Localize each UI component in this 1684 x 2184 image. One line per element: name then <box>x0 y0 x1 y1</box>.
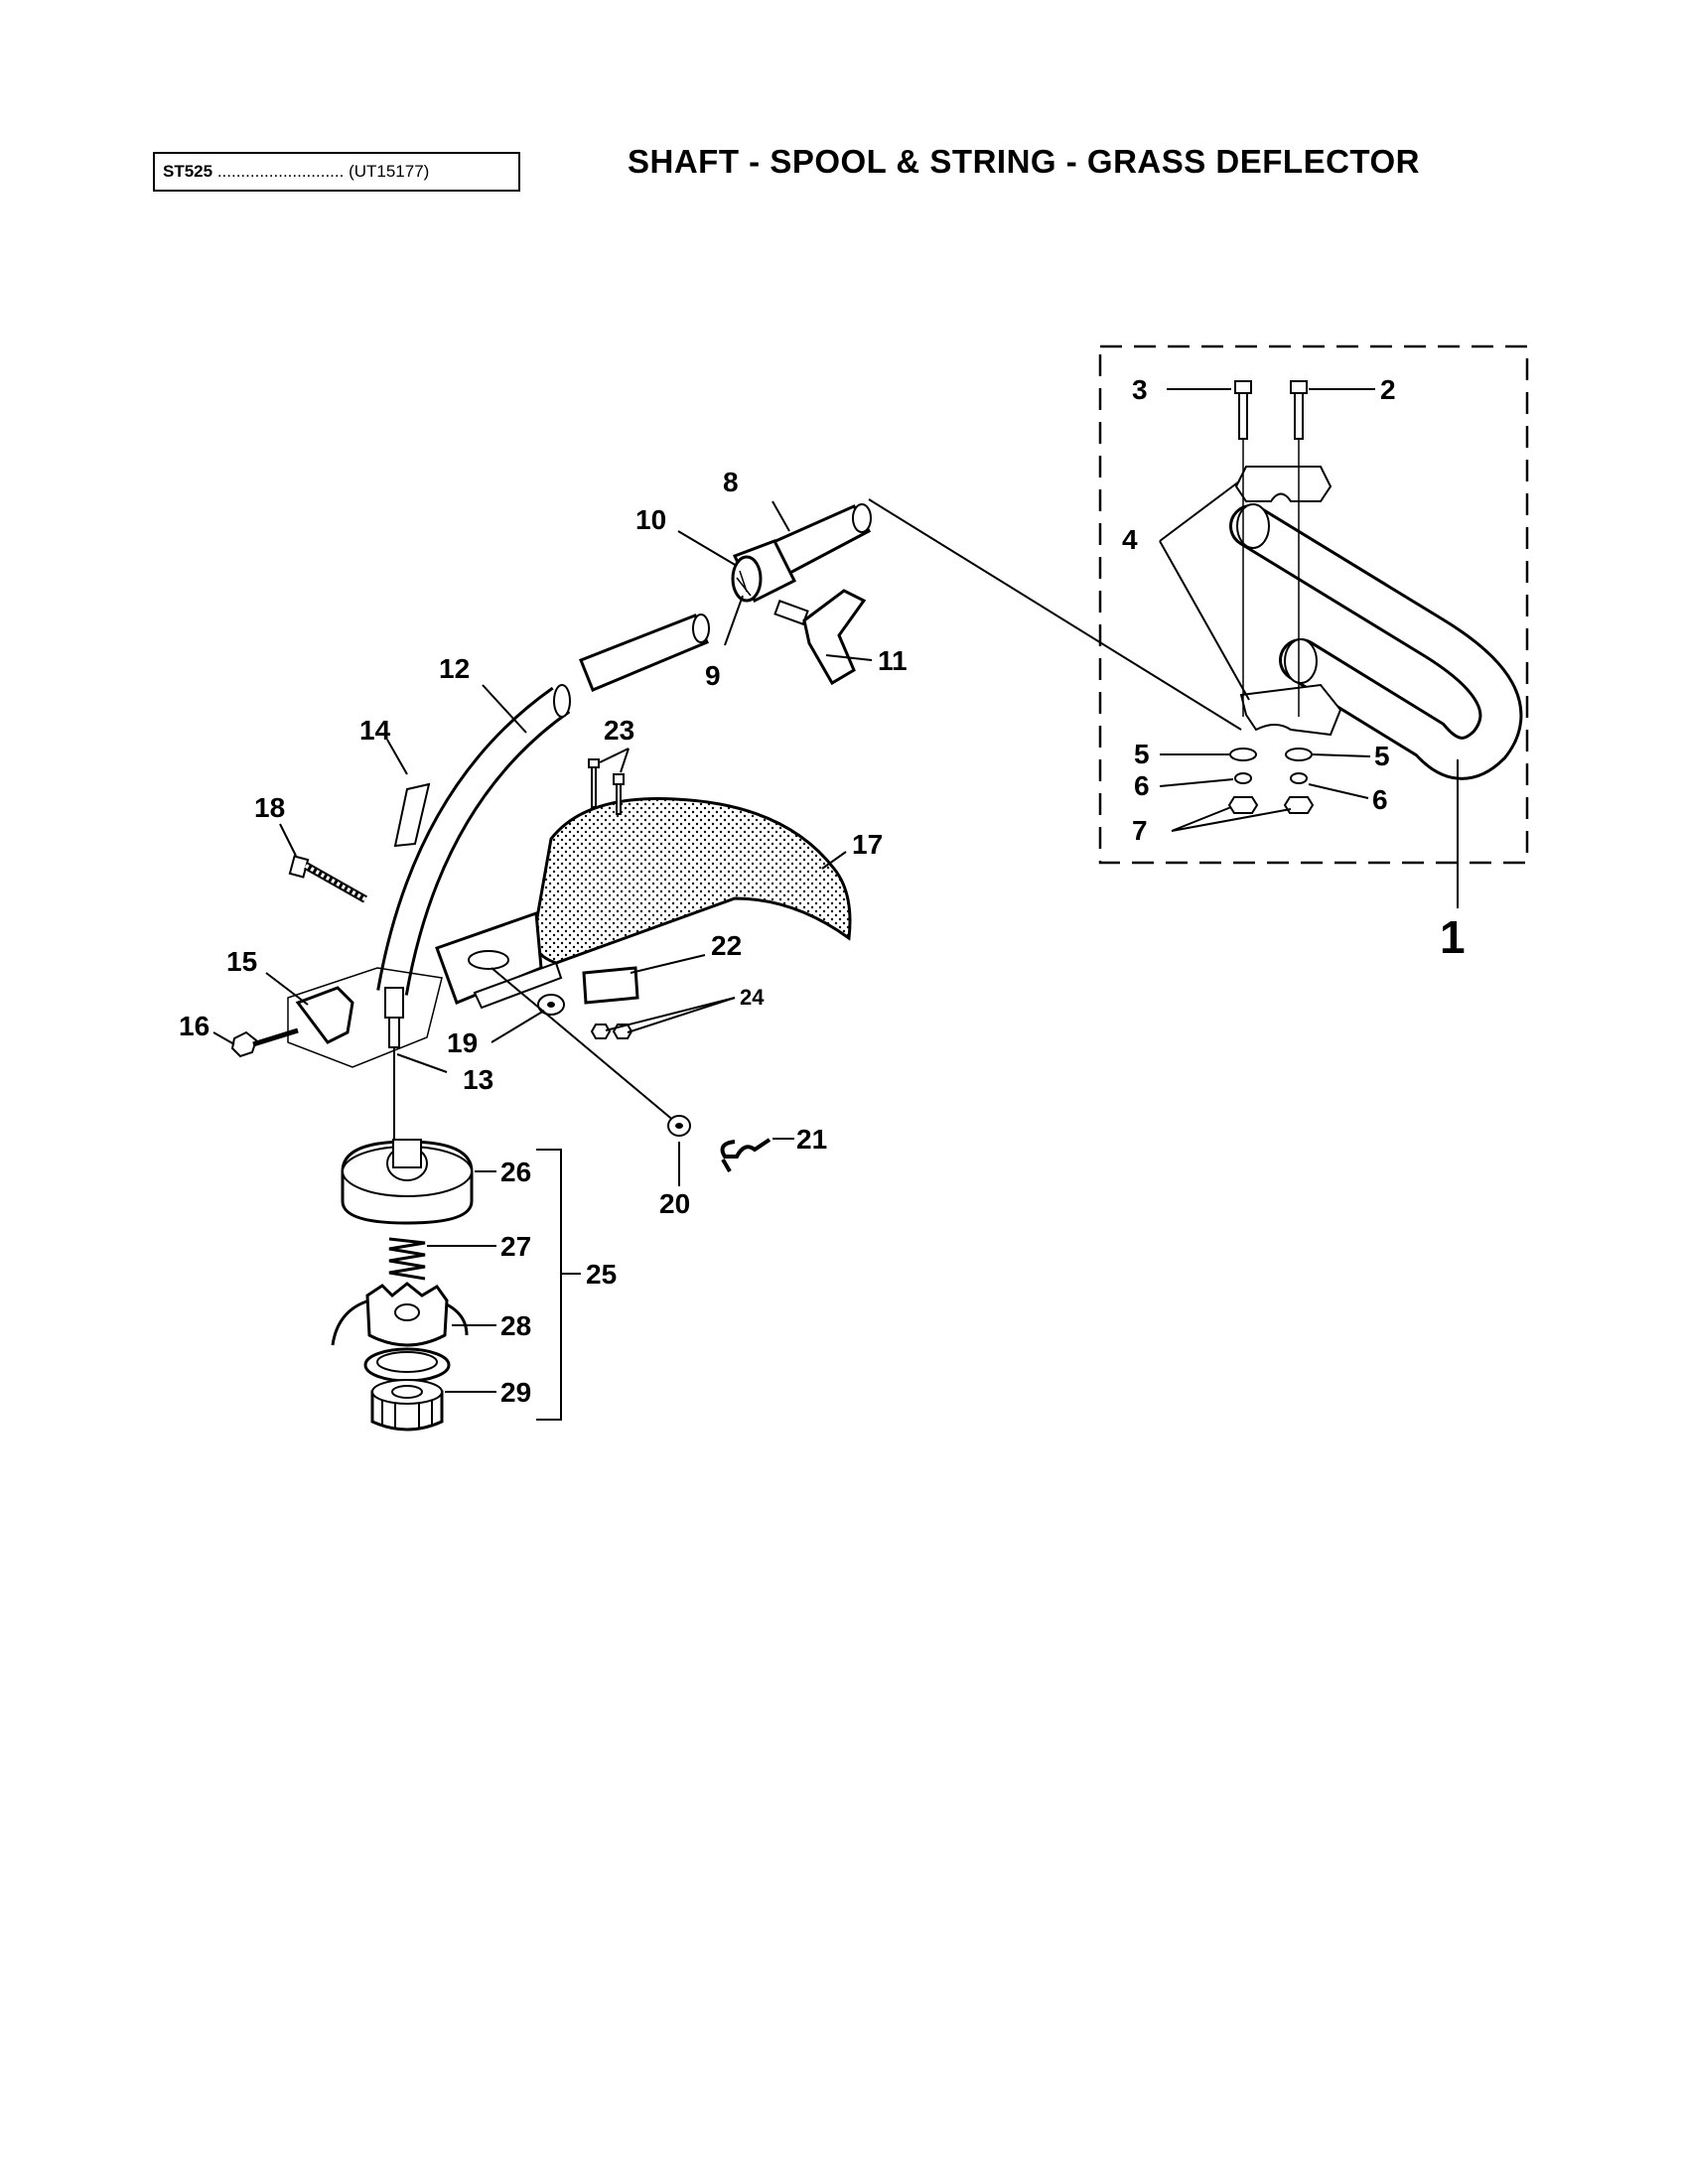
callout-21: 21 <box>796 1124 827 1155</box>
callout-10: 10 <box>635 504 666 535</box>
coupler-knob <box>773 589 867 686</box>
callout-11: 11 <box>878 645 908 676</box>
handle-clamp-bottom <box>1239 683 1342 737</box>
lower-curved-shaft <box>376 684 571 1048</box>
callout-23: 23 <box>604 715 634 746</box>
bolt-2 <box>1290 380 1308 717</box>
callout-15: 15 <box>226 946 257 977</box>
callout-20: 20 <box>659 1188 690 1219</box>
callout-28: 28 <box>500 1310 531 1341</box>
spool-spring <box>388 1237 426 1281</box>
handle-clamp-top <box>1234 466 1333 502</box>
callout-13: 13 <box>463 1064 493 1095</box>
bolt-3 <box>1234 380 1252 717</box>
callout-25: 25 <box>586 1259 617 1290</box>
bolt-18 <box>288 855 367 903</box>
callout-5-right: 5 <box>1374 741 1390 771</box>
bracket-15 <box>287 967 443 1068</box>
callout-6-right: 6 <box>1372 784 1388 815</box>
model-code: (UT15177) <box>349 162 430 181</box>
callout-29: 29 <box>500 1377 531 1408</box>
callout-16: 16 <box>179 1011 210 1041</box>
callout-12: 12 <box>439 653 470 684</box>
leader-lines <box>212 388 1459 1393</box>
washer-20 <box>667 1115 691 1137</box>
assembly-bracket <box>536 1149 562 1421</box>
callout-24: 24 <box>740 985 765 1010</box>
deflector-bracket <box>582 966 639 1039</box>
callout-5-left: 5 <box>1134 739 1150 769</box>
bolt-16 <box>230 1027 299 1058</box>
callout-4: 4 <box>1122 524 1138 555</box>
washer-19 <box>537 994 565 1016</box>
spool-with-string <box>331 1282 469 1383</box>
washers-and-nuts-right <box>1227 748 1315 814</box>
model-dots: ........................... <box>212 162 345 181</box>
model-code-box: ST525 ........................... (UT151… <box>153 152 520 192</box>
callout-9: 9 <box>705 660 721 691</box>
spool-housing <box>341 1139 474 1225</box>
handle-assembly-box <box>1098 344 1529 865</box>
callout-1: 1 <box>1440 911 1466 963</box>
callout-22: 22 <box>711 930 742 961</box>
shaft-label-tape <box>393 782 431 848</box>
callout-2: 2 <box>1380 374 1396 405</box>
upper-shaft-tube <box>762 503 872 578</box>
middle-shaft-tube <box>579 614 710 692</box>
deflector-screws <box>588 758 625 815</box>
model-number: ST525 <box>163 162 213 181</box>
callout-17: 17 <box>852 829 883 860</box>
callout-14: 14 <box>359 715 391 746</box>
callout-18: 18 <box>254 792 285 823</box>
callout-7: 7 <box>1132 815 1148 846</box>
shaft-coupler <box>731 539 797 604</box>
callout-19: 19 <box>447 1027 478 1058</box>
grass-deflector <box>435 797 852 1010</box>
callout-26: 26 <box>500 1157 531 1187</box>
page-title: SHAFT - SPOOL & STRING - GRASS DEFLECTOR <box>628 143 1420 180</box>
callout-8: 8 <box>723 467 739 497</box>
callout-3: 3 <box>1132 374 1148 405</box>
handle-loop <box>1229 503 1523 780</box>
callout-27: 27 <box>500 1231 531 1262</box>
spool-knob <box>370 1379 444 1432</box>
clip-21 <box>720 1138 772 1173</box>
callout-6-left: 6 <box>1134 770 1150 801</box>
